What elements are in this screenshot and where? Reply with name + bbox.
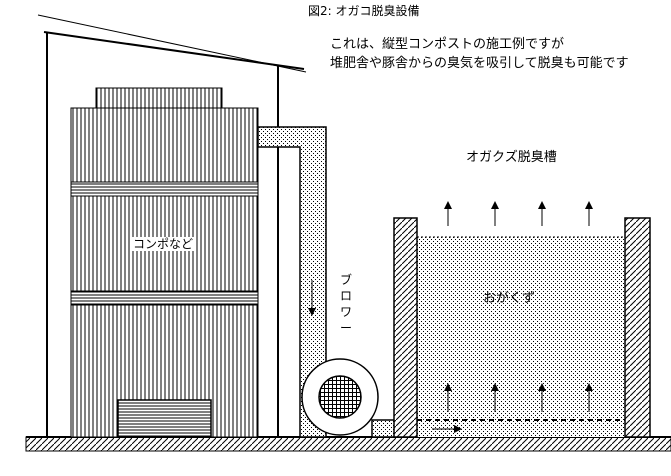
tank-label: オガクズ脱臭槽: [466, 150, 557, 165]
airflow-arrows: [444, 201, 593, 412]
sawdust-label: おがくず: [483, 291, 536, 306]
compost-vessel: [70, 87, 259, 438]
ground: [25, 436, 671, 452]
deodorizing-tank: [393, 217, 651, 438]
blower-label: ブロワー: [339, 273, 352, 335]
blower: [301, 358, 379, 436]
description-line-1: これは、縦型コンポストの施工例ですが: [330, 37, 565, 52]
description-line-2: 堆肥舎や豚舎からの臭気を吸引して脱臭も可能です: [330, 56, 629, 71]
figure-title: 図2: オガコ脱臭設備: [308, 4, 420, 18]
compost-label: コンポなど: [131, 237, 196, 251]
air-duct: [257, 126, 327, 438]
